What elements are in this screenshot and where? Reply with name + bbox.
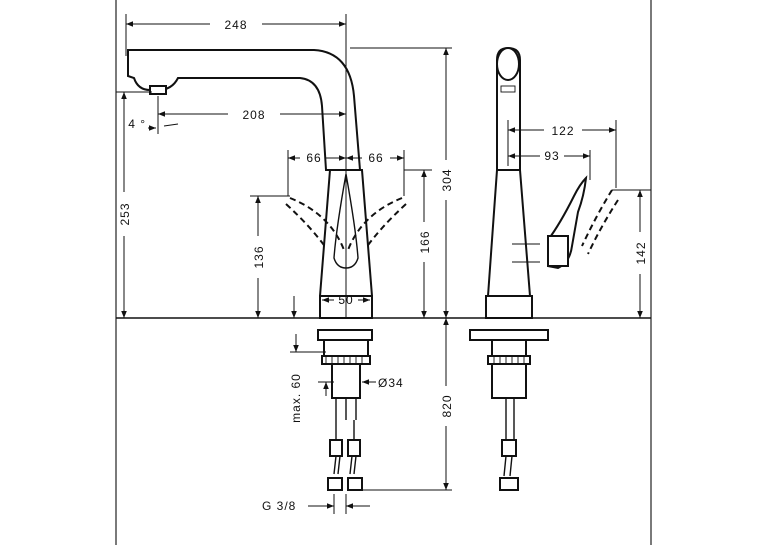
- dim-208: 208: [242, 108, 265, 122]
- page-frame: [115, 0, 652, 545]
- side-lever-swing-2: [587, 199, 619, 255]
- dim-diameter-34: Ø34: [378, 376, 404, 390]
- dim-820: 820: [440, 394, 454, 417]
- lever-swing-left-2: [285, 203, 327, 249]
- dim-136: 136: [252, 245, 266, 268]
- lever-swing-right-2: [365, 203, 407, 249]
- dim-50: 50: [338, 293, 353, 307]
- side-mounting-plate: [469, 329, 549, 341]
- mount-block: [323, 339, 369, 357]
- side-mount-nut: [491, 363, 527, 399]
- side-base: [485, 295, 533, 319]
- dim-66-right: 66: [368, 151, 383, 165]
- dim-g-3-8: G 3/8: [262, 499, 296, 513]
- dim-142: 142: [634, 241, 648, 264]
- dimension-lines: [116, 14, 651, 514]
- front-view: [116, 49, 452, 491]
- dimension-labels: 248 208 4 ° 66 66 253 136 166 304 50 max…: [118, 18, 648, 513]
- spout-aerator: [149, 85, 167, 95]
- mounting-plate: [317, 329, 373, 341]
- dim-304: 304: [440, 168, 454, 191]
- mount-thread: [321, 355, 371, 365]
- dim-93: 93: [544, 149, 559, 163]
- supply-hoses-front: [327, 398, 363, 491]
- side-lever-hub: [547, 235, 569, 267]
- dim-253: 253: [118, 202, 132, 225]
- lever-swing-left: [289, 197, 345, 251]
- dim-4-deg: 4 °: [128, 117, 146, 131]
- supply-hoses-side: [499, 398, 519, 491]
- dim-122: 122: [551, 124, 574, 138]
- dim-66-left: 66: [306, 151, 321, 165]
- side-lever-swing: [581, 189, 613, 247]
- side-thread: [487, 355, 531, 365]
- side-body: [486, 169, 532, 297]
- mount-nut: [331, 363, 361, 399]
- side-mount-block: [491, 339, 527, 357]
- dim-166: 166: [418, 230, 432, 253]
- dim-248: 248: [224, 18, 247, 32]
- side-spout-tip: [496, 47, 520, 81]
- side-aerator: [500, 85, 516, 93]
- dim-max-60: max. 60: [289, 373, 303, 423]
- lever-swing-right: [347, 197, 403, 251]
- side-view: [452, 46, 651, 491]
